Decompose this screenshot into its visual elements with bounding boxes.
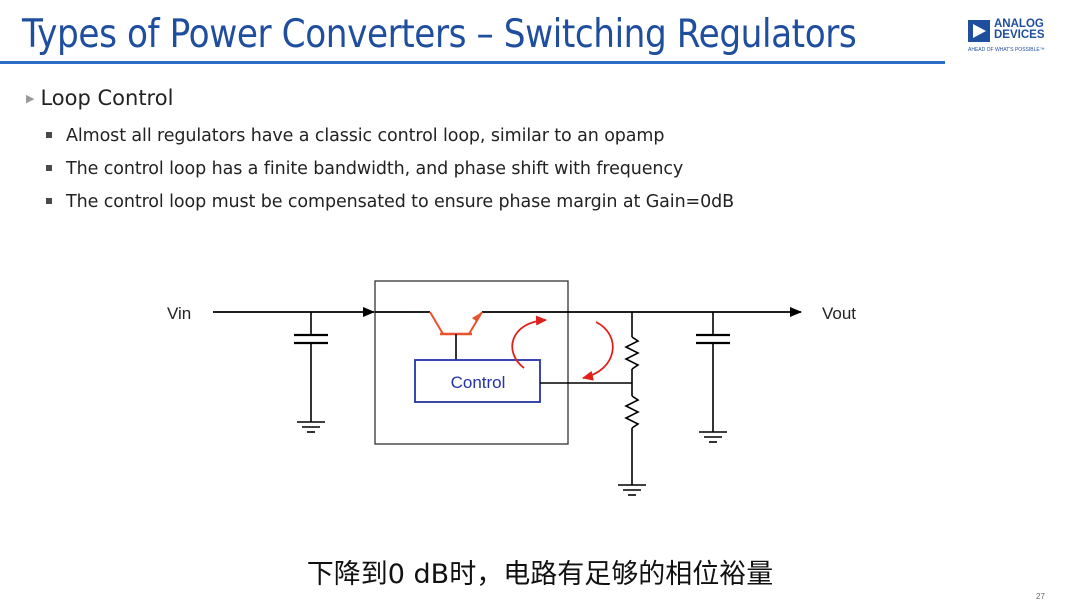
pass-transistor-icon: [429, 311, 483, 336]
loop-arrow-down-icon: [582, 321, 614, 381]
output-capacitor-icon: [696, 312, 730, 432]
bullet-list: Almost all regulators have a classic con…: [46, 120, 734, 219]
square-bullet-icon: [46, 165, 52, 171]
input-capacitor-icon: [294, 312, 328, 422]
lower-resistor-icon: [624, 395, 640, 485]
triangle-bullet-icon: ▶: [26, 92, 35, 105]
caption-subtitle: 下降到0 dB时，电路有足够的相位裕量: [306, 559, 774, 590]
bullet-text: Almost all regulators have a classic con…: [66, 126, 665, 146]
logo-line-2: DEVICES: [994, 29, 1045, 41]
ground-icon: [618, 484, 646, 496]
control-label: Control: [451, 373, 506, 392]
list-item: Almost all regulators have a classic con…: [46, 120, 734, 153]
bullet-text: The control loop has a finite bandwidth,…: [66, 159, 684, 179]
page-number: 27: [1036, 592, 1045, 601]
logo-tagline: AHEAD OF WHAT'S POSSIBLE™: [968, 47, 1045, 53]
list-item: The control loop has a finite bandwidth,…: [46, 153, 734, 186]
logo-line-1: ANALOG: [994, 18, 1044, 30]
bullet-text: The control loop must be compensated to …: [66, 192, 735, 212]
section-heading: ▶ Loop Control: [26, 86, 173, 110]
square-bullet-icon: [46, 198, 52, 204]
vin-label: Vin: [167, 304, 191, 323]
regulator-box: [374, 280, 569, 445]
control-block: [414, 359, 541, 403]
ground-icon: [699, 431, 727, 443]
vout-label: Vout: [822, 304, 856, 323]
logo-triangle-icon: [968, 20, 990, 42]
analog-devices-logo: ANALOG DEVICES AHEAD OF WHAT'S POSSIBLE™: [968, 18, 1068, 60]
list-item: The control loop must be compensated to …: [46, 186, 734, 219]
upper-resistor-icon: [624, 312, 640, 396]
page-title: Types of Power Converters – Switching Re…: [22, 12, 857, 57]
logo-wordmark: ANALOG DEVICES: [994, 18, 1045, 41]
ground-icon: [297, 421, 325, 433]
title-underline: [0, 61, 945, 64]
loop-arrow-up-icon: [511, 315, 547, 369]
section-heading-text: Loop Control: [40, 86, 174, 110]
square-bullet-icon: [46, 132, 52, 138]
